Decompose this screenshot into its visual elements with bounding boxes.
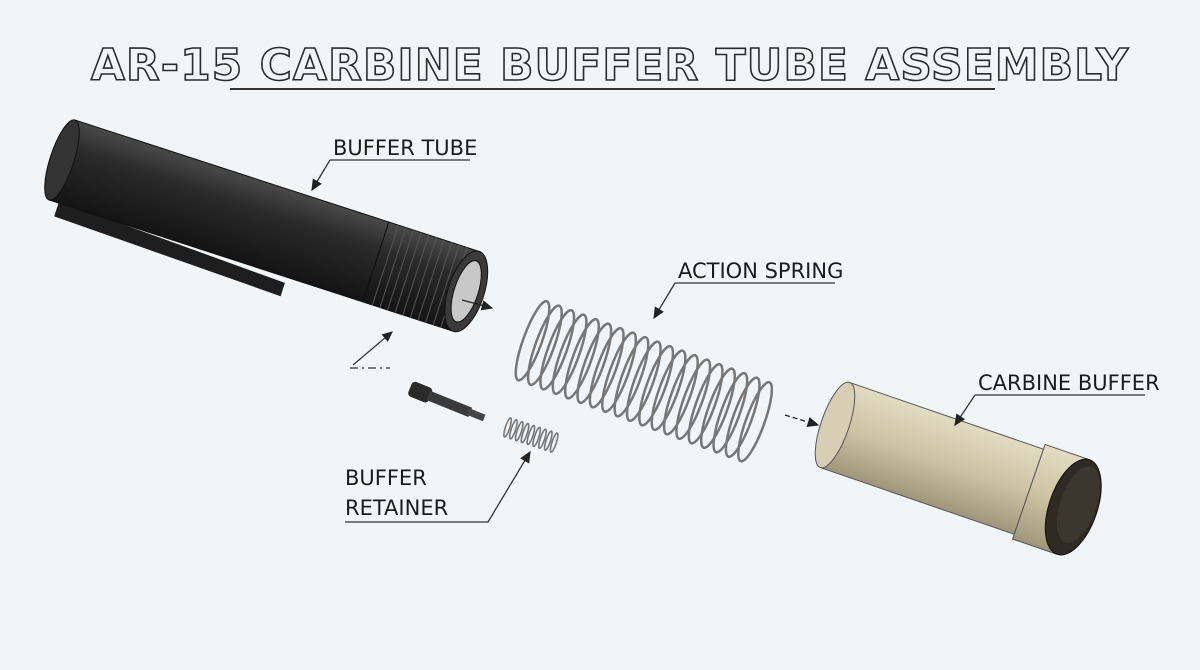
spring-coil <box>526 304 563 387</box>
spring-coil <box>551 313 588 396</box>
spring-coil <box>549 432 559 453</box>
spring-coil <box>508 419 518 440</box>
spring-coil <box>526 424 536 446</box>
spring-coil <box>543 430 553 452</box>
action-spring <box>514 299 774 463</box>
spring-coil <box>687 362 724 445</box>
spring-coil <box>563 317 601 400</box>
spring-coil <box>613 335 650 418</box>
action-spring-label: ACTION SPRING <box>678 259 843 283</box>
spring-coil <box>514 420 524 442</box>
buffer-retainer-pin <box>408 381 486 422</box>
carbine-buffer <box>814 381 1102 556</box>
carbine-buffer-label: CARBINE BUFFER <box>978 371 1160 395</box>
carbine-buffer-leader <box>954 394 976 427</box>
spring-coil <box>662 353 699 436</box>
spring-coil <box>699 367 737 450</box>
buffer-tube-leader <box>311 159 331 192</box>
spring-coil <box>576 322 613 405</box>
spring-coil <box>514 299 551 382</box>
spring-coil <box>532 426 542 448</box>
spring-coil <box>601 331 638 414</box>
spring-coil <box>539 308 576 391</box>
buffer-retainer-label-line2: RETAINER <box>345 496 448 520</box>
spring-arrow <box>784 414 820 427</box>
spring-coil <box>650 349 687 432</box>
spring-coil <box>712 371 749 454</box>
spring-coil <box>625 340 662 423</box>
action-spring-leader <box>653 282 676 320</box>
buffer-tube-label: BUFFER TUBE <box>333 136 477 160</box>
spring-coil <box>520 422 530 444</box>
spring-coil <box>737 380 774 463</box>
spring-coil <box>724 376 761 459</box>
insert-arrow <box>461 299 494 311</box>
diagram-title: AR-15 CARBINE BUFFER TUBE ASSEMBLY <box>91 40 1129 91</box>
buffer-retainer-spring <box>503 417 559 453</box>
retainer-hole-arrow <box>352 331 393 366</box>
spring-coil <box>588 326 625 409</box>
spring-coil <box>638 344 675 427</box>
buffer-retainer-leader <box>345 450 531 523</box>
buffer-tube <box>44 119 489 333</box>
spring-coil <box>675 358 712 441</box>
spring-coil <box>503 417 513 438</box>
buffer-retainer-label-line1: BUFFER <box>345 466 427 490</box>
